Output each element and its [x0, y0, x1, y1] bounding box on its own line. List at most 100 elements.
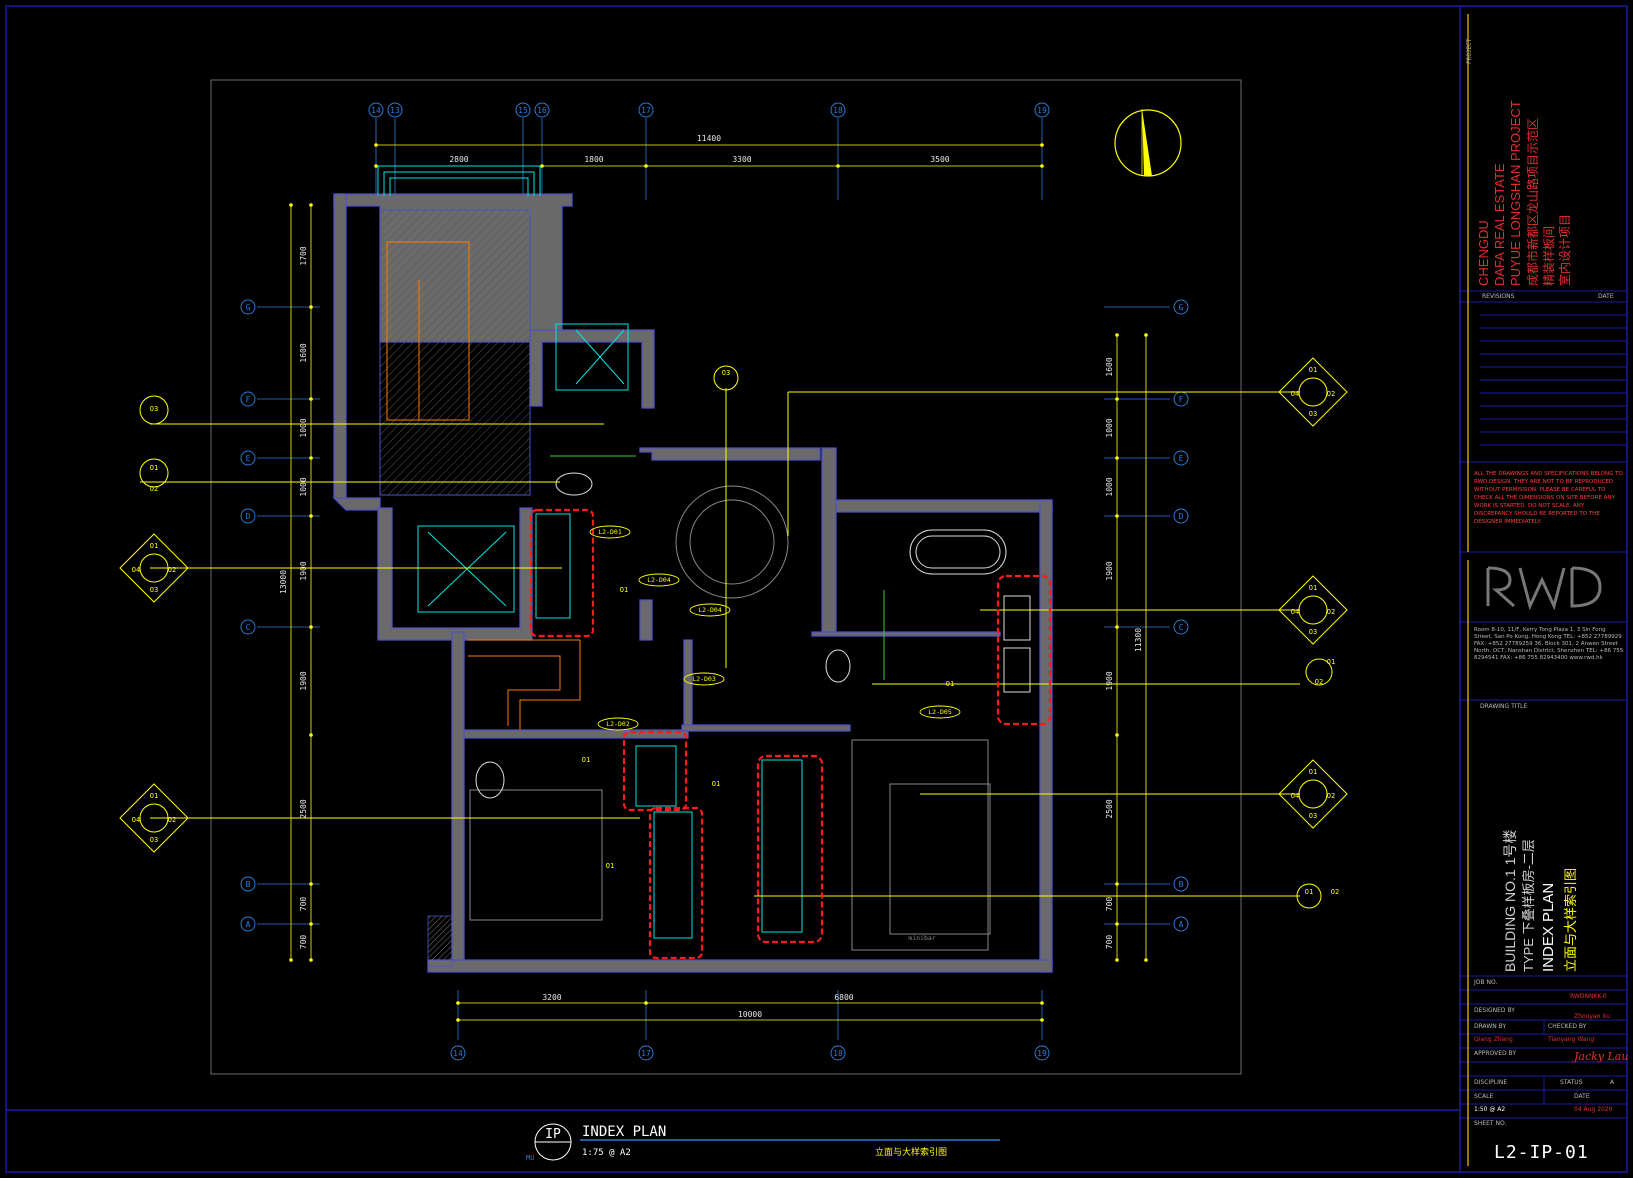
dim-left-seg-2: 1600 — [299, 343, 308, 362]
dim-left-total: 13000 — [279, 570, 288, 594]
discipline-label: DISCIPLINE — [1474, 1079, 1508, 1086]
project-line-4: 成都市新都区龙山路项目示范区 — [1526, 117, 1540, 286]
axis-g-left: G — [246, 303, 251, 312]
axis-18-bottom: 18 — [833, 1049, 843, 1058]
plan-detail-lines — [150, 165, 1300, 951]
dim-top-seg-2: 1800 — [584, 155, 603, 164]
lower-left-hatch — [427, 915, 453, 967]
marker-right-4-o3: O3 — [1309, 812, 1317, 820]
dimension-labels: 11400 2800 1800 3300 3500 3200 6800 1000… — [449, 134, 949, 1019]
marker-right-2-o2: O2 — [1327, 608, 1335, 616]
sheet-border — [5, 5, 1628, 1173]
rwd-logo — [1486, 566, 1602, 611]
marker-right-1-o1: O1 — [1309, 366, 1317, 374]
dim-bottom-total: 10000 — [738, 1010, 762, 1019]
dim-left-seg-8: 2500 — [299, 799, 308, 818]
checked-by-value: Tianyang Wang — [1548, 1036, 1595, 1043]
axis-labels: 14 13 15 16 17 18 19 14 17 18 19 G F E D… — [246, 106, 1184, 1058]
project-line-3: PUYUE LONGSHAN PROJECT — [1508, 100, 1523, 286]
detail-tag-labels: L2-D01 L2-D04 L2-D04 L2-D03 L2-D02 L2-D0… — [598, 528, 952, 942]
dimension-labels-vertical: 1700 1600 1000 1000 1900 1900 2500 700 7… — [279, 246, 1143, 949]
marker-d01-o1: O1 — [620, 586, 628, 594]
dim-left-seg-3: 1000 — [299, 418, 308, 437]
checked-by-label: CHECKED BY — [1548, 1023, 1587, 1030]
dim-left-seg-5: 1900 — [299, 561, 308, 580]
axis-14-bottom: 14 — [453, 1049, 463, 1058]
dim-bottom-seg-1: 3200 — [542, 993, 561, 1002]
designed-by-value: Zhouyao Xu — [1574, 1013, 1611, 1020]
axis-c-right: C — [1179, 623, 1184, 632]
dim-right-seg-2: 1000 — [1105, 418, 1114, 437]
marker-right-2-o4: O4 — [1291, 608, 1299, 616]
tag-l2-d04-b: L2-D04 — [698, 606, 722, 614]
axis-f-right: F — [1179, 395, 1184, 404]
axis-16-top: 16 — [537, 106, 547, 115]
detail-highlights — [529, 508, 1052, 960]
disclaimer-notes: ALL THE DRAWINGS AND SPECIFICATIONS BELO… — [1474, 471, 1623, 525]
title-bar: IP MU INDEX PLAN 1:75 @ A2 立面与大样索引图 — [526, 1123, 1000, 1162]
dim-right-seg-3: 1000 — [1105, 477, 1114, 496]
status-label: STATUS — [1560, 1079, 1583, 1086]
elevation-marker-right-1 — [1278, 357, 1348, 427]
marker-right-1-o2: O2 — [1327, 390, 1335, 398]
date-value: 04 Aug 2020 — [1574, 1106, 1613, 1113]
marker-left-3-o3: O3 — [150, 586, 158, 594]
dim-top-seg-1: 2800 — [449, 155, 468, 164]
dim-left-seg-6: 1900 — [299, 671, 308, 690]
axis-c-left: C — [246, 623, 251, 632]
elevation-marker-left-3 — [119, 533, 189, 603]
dim-right-total: 11300 — [1134, 628, 1143, 652]
axis-d-right: D — [1179, 512, 1184, 521]
marker-right-3-o2: O2 — [1315, 678, 1323, 686]
marker-right-4-o1: O1 — [1309, 768, 1317, 776]
marker-center-o3: O3 — [722, 369, 730, 377]
title-bar-title: INDEX PLAN — [582, 1124, 666, 1140]
marker-right-4-o4: O4 — [1291, 792, 1299, 800]
dim-right-seg-8: 700 — [1105, 935, 1114, 950]
elevation-marker-left-2 — [139, 458, 169, 488]
dim-right-seg-5: 1900 — [1105, 671, 1114, 690]
elevation-marker-right-4 — [1278, 759, 1348, 829]
dim-left-seg-1: 1700 — [299, 246, 308, 265]
dim-top-seg-4: 3500 — [930, 155, 949, 164]
dimension-ticks — [289, 143, 1148, 1022]
axis-18-top: 18 — [833, 106, 843, 115]
approved-by-signature: Jacky Lau — [1574, 1050, 1629, 1063]
marker-right-2-o1: O1 — [1309, 584, 1317, 592]
axis-19-bottom: 19 — [1037, 1049, 1047, 1058]
axis-b-right: B — [1179, 880, 1184, 889]
project-line-2: DAFA REAL ESTATE — [1492, 163, 1507, 286]
elevation-marker-right-3 — [1305, 658, 1333, 686]
axis-14-top: 14 — [371, 106, 381, 115]
axis-e-left: E — [246, 454, 251, 463]
drawing-title-line-4: 立面与大样索引图 — [1563, 867, 1578, 972]
elevation-marker-left-1 — [139, 395, 169, 425]
viewport-frame — [210, 79, 1242, 1075]
scale-label: SCALE — [1474, 1093, 1494, 1100]
status-value: A — [1610, 1079, 1615, 1086]
detail-tags — [589, 525, 961, 731]
axis-d-left: D — [246, 512, 251, 521]
job-no-label: JOB NO. — [1474, 979, 1498, 986]
dim-right-seg-4: 1900 — [1105, 561, 1114, 580]
dim-top-seg-3: 3300 — [732, 155, 751, 164]
elevation-marker-labels: O3 O1 O2 O1 O4 O2 O3 O1 O4 O2 O3 O1 O4 O… — [132, 366, 1339, 896]
dim-left-seg-9: 700 — [299, 897, 308, 912]
drawing-title-line-1: BUILDING NO.1 1号楼 — [1502, 829, 1518, 972]
marker-left-4-o4: O4 — [132, 816, 140, 824]
marker-left-1-o3: O3 — [150, 405, 158, 413]
elevation-marker-center — [713, 365, 739, 391]
company-address: Room 8-10, 11/F, Kerry Tong Plaza 1, 3 S… — [1474, 627, 1624, 661]
marker-left-3-o1: O1 — [150, 542, 158, 550]
project-line-6: 室内设计项目 — [1558, 213, 1572, 286]
tag-l2-d01: L2-D01 — [598, 528, 622, 536]
marker-right-5-o1: O1 — [1305, 888, 1313, 896]
dim-right-seg-6: 2500 — [1105, 799, 1114, 818]
axis-a-right: A — [1179, 920, 1184, 929]
marker-left-3-o4: O4 — [132, 566, 140, 574]
elevation-markers — [119, 357, 1348, 909]
drawn-by-label: DRAWN BY — [1474, 1023, 1507, 1030]
title-bar-scale: 1:75 @ A2 — [582, 1148, 631, 1158]
revisions-label: REVISIONS — [1482, 293, 1515, 300]
elevation-marker-right-2 — [1278, 575, 1348, 645]
